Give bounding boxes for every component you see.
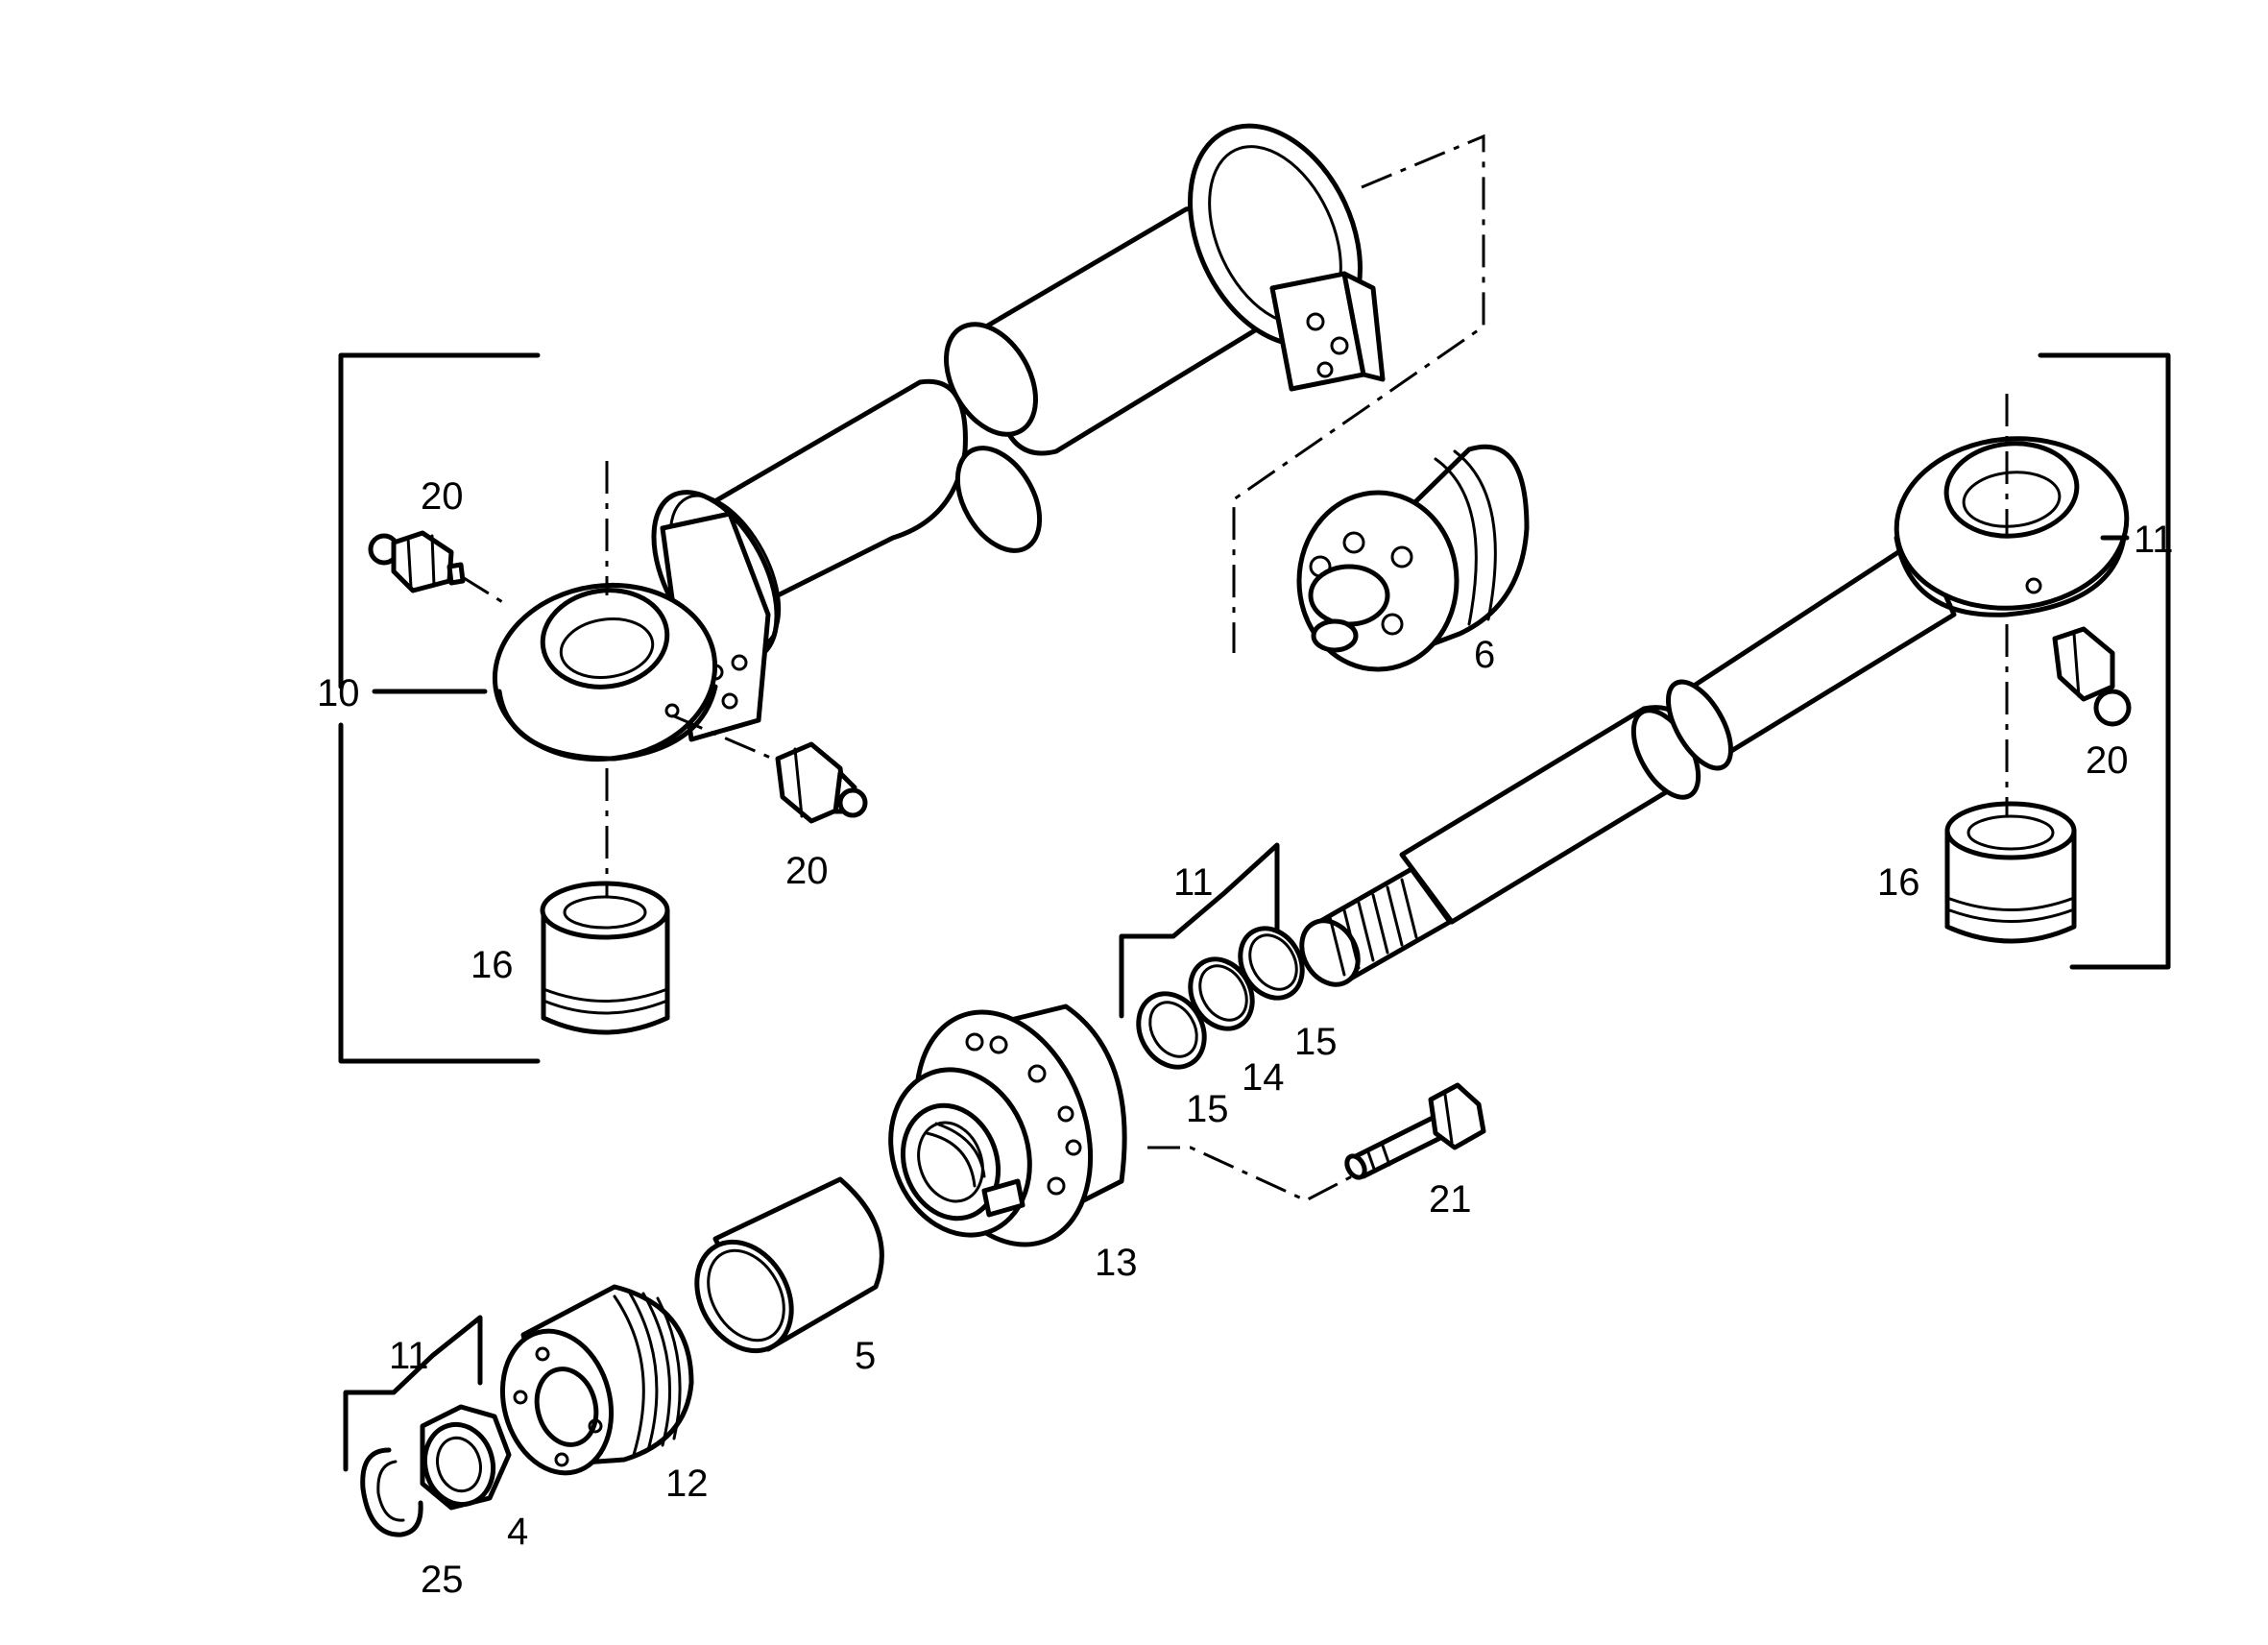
centerline-head-to-piston — [1232, 133, 1485, 653]
grease-nipple-lower-left — [775, 741, 868, 824]
bracket-10-top — [338, 352, 541, 689]
callout-20-right: 20 — [2086, 739, 2129, 782]
bracket-10-bottom — [338, 722, 541, 1064]
callout-16-right: 16 — [1877, 861, 1920, 904]
callout-11-seals: 11 — [1173, 861, 1214, 904]
bolt — [1344, 1082, 1486, 1180]
bracket-11-lower — [343, 1315, 483, 1472]
grease-nipple-upper-left — [368, 530, 466, 593]
callout-15-upper: 15 — [1294, 1021, 1338, 1063]
callout-21: 21 — [1429, 1178, 1472, 1221]
callout-15-lower: 15 — [1186, 1088, 1229, 1130]
callout-13: 13 — [1095, 1242, 1138, 1284]
piston-rod — [1299, 436, 2130, 987]
callout-6: 6 — [1474, 634, 1495, 676]
rod-guide — [888, 1004, 1127, 1247]
callout-12: 12 — [665, 1463, 709, 1505]
circlip — [360, 1447, 423, 1537]
callout-16-left: 16 — [470, 944, 514, 986]
callout-20-lower-left: 20 — [785, 850, 829, 892]
callout-10: 10 — [317, 672, 360, 714]
callout-20-upper-left: 20 — [421, 475, 464, 518]
sleeve — [694, 1176, 884, 1354]
callout-11-right: 11 — [2134, 519, 2174, 561]
piston — [1296, 444, 1530, 672]
callout-4: 4 — [507, 1511, 528, 1553]
piston-head — [499, 1284, 694, 1476]
seal-rings — [1136, 926, 1305, 1070]
grease-nipple-right — [2052, 626, 2132, 727]
bushing-left — [540, 881, 670, 1035]
bushing-right — [1944, 801, 2077, 944]
nut — [420, 1404, 512, 1511]
callout-25: 25 — [421, 1559, 464, 1601]
callout-14: 14 — [1242, 1056, 1285, 1099]
cylinder-barrel — [492, 123, 1386, 762]
callout-5: 5 — [855, 1335, 876, 1377]
bracket-11-seals — [1119, 842, 1280, 1019]
bracket-11-right — [2038, 352, 2171, 970]
callout-11-lower: 11 — [389, 1335, 429, 1377]
